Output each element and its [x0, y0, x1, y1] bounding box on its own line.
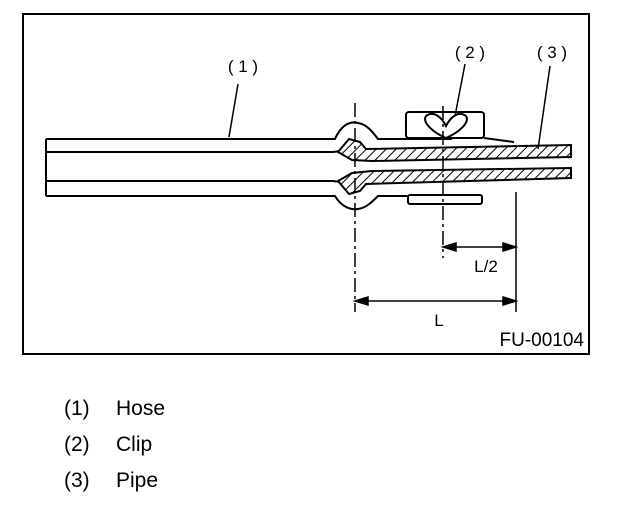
dimension-half-length [440, 241, 519, 253]
legend-label: Hose [116, 397, 166, 420]
clip [405, 111, 515, 205]
legend-item: (2) Clip [64, 430, 364, 466]
legend-label: Pipe [116, 469, 159, 492]
legend-number: (2) [64, 433, 90, 456]
figure-frame [22, 13, 590, 355]
dimension-length-label: L [434, 311, 443, 330]
legend-item: (1) Hose [64, 394, 364, 430]
dimension-length [352, 295, 519, 307]
legend-number: (1) [64, 397, 90, 420]
leader-lines [228, 63, 551, 150]
legend-item: (3) Pipe [64, 466, 364, 502]
callout-pipe: ( 3 ) [537, 43, 567, 62]
dimension-half-length-label: L/2 [474, 257, 498, 276]
callout-hose: ( 1 ) [228, 57, 258, 76]
legend-number: (3) [64, 469, 90, 492]
callout-clip: ( 2 ) [455, 43, 485, 62]
legend-label: Clip [116, 433, 153, 456]
pipe [336, 137, 572, 196]
legend: (1) Hose (2) Clip (3) Pipe [64, 394, 364, 502]
figure-code: FU-00104 [500, 330, 585, 351]
center-lines [354, 103, 444, 312]
